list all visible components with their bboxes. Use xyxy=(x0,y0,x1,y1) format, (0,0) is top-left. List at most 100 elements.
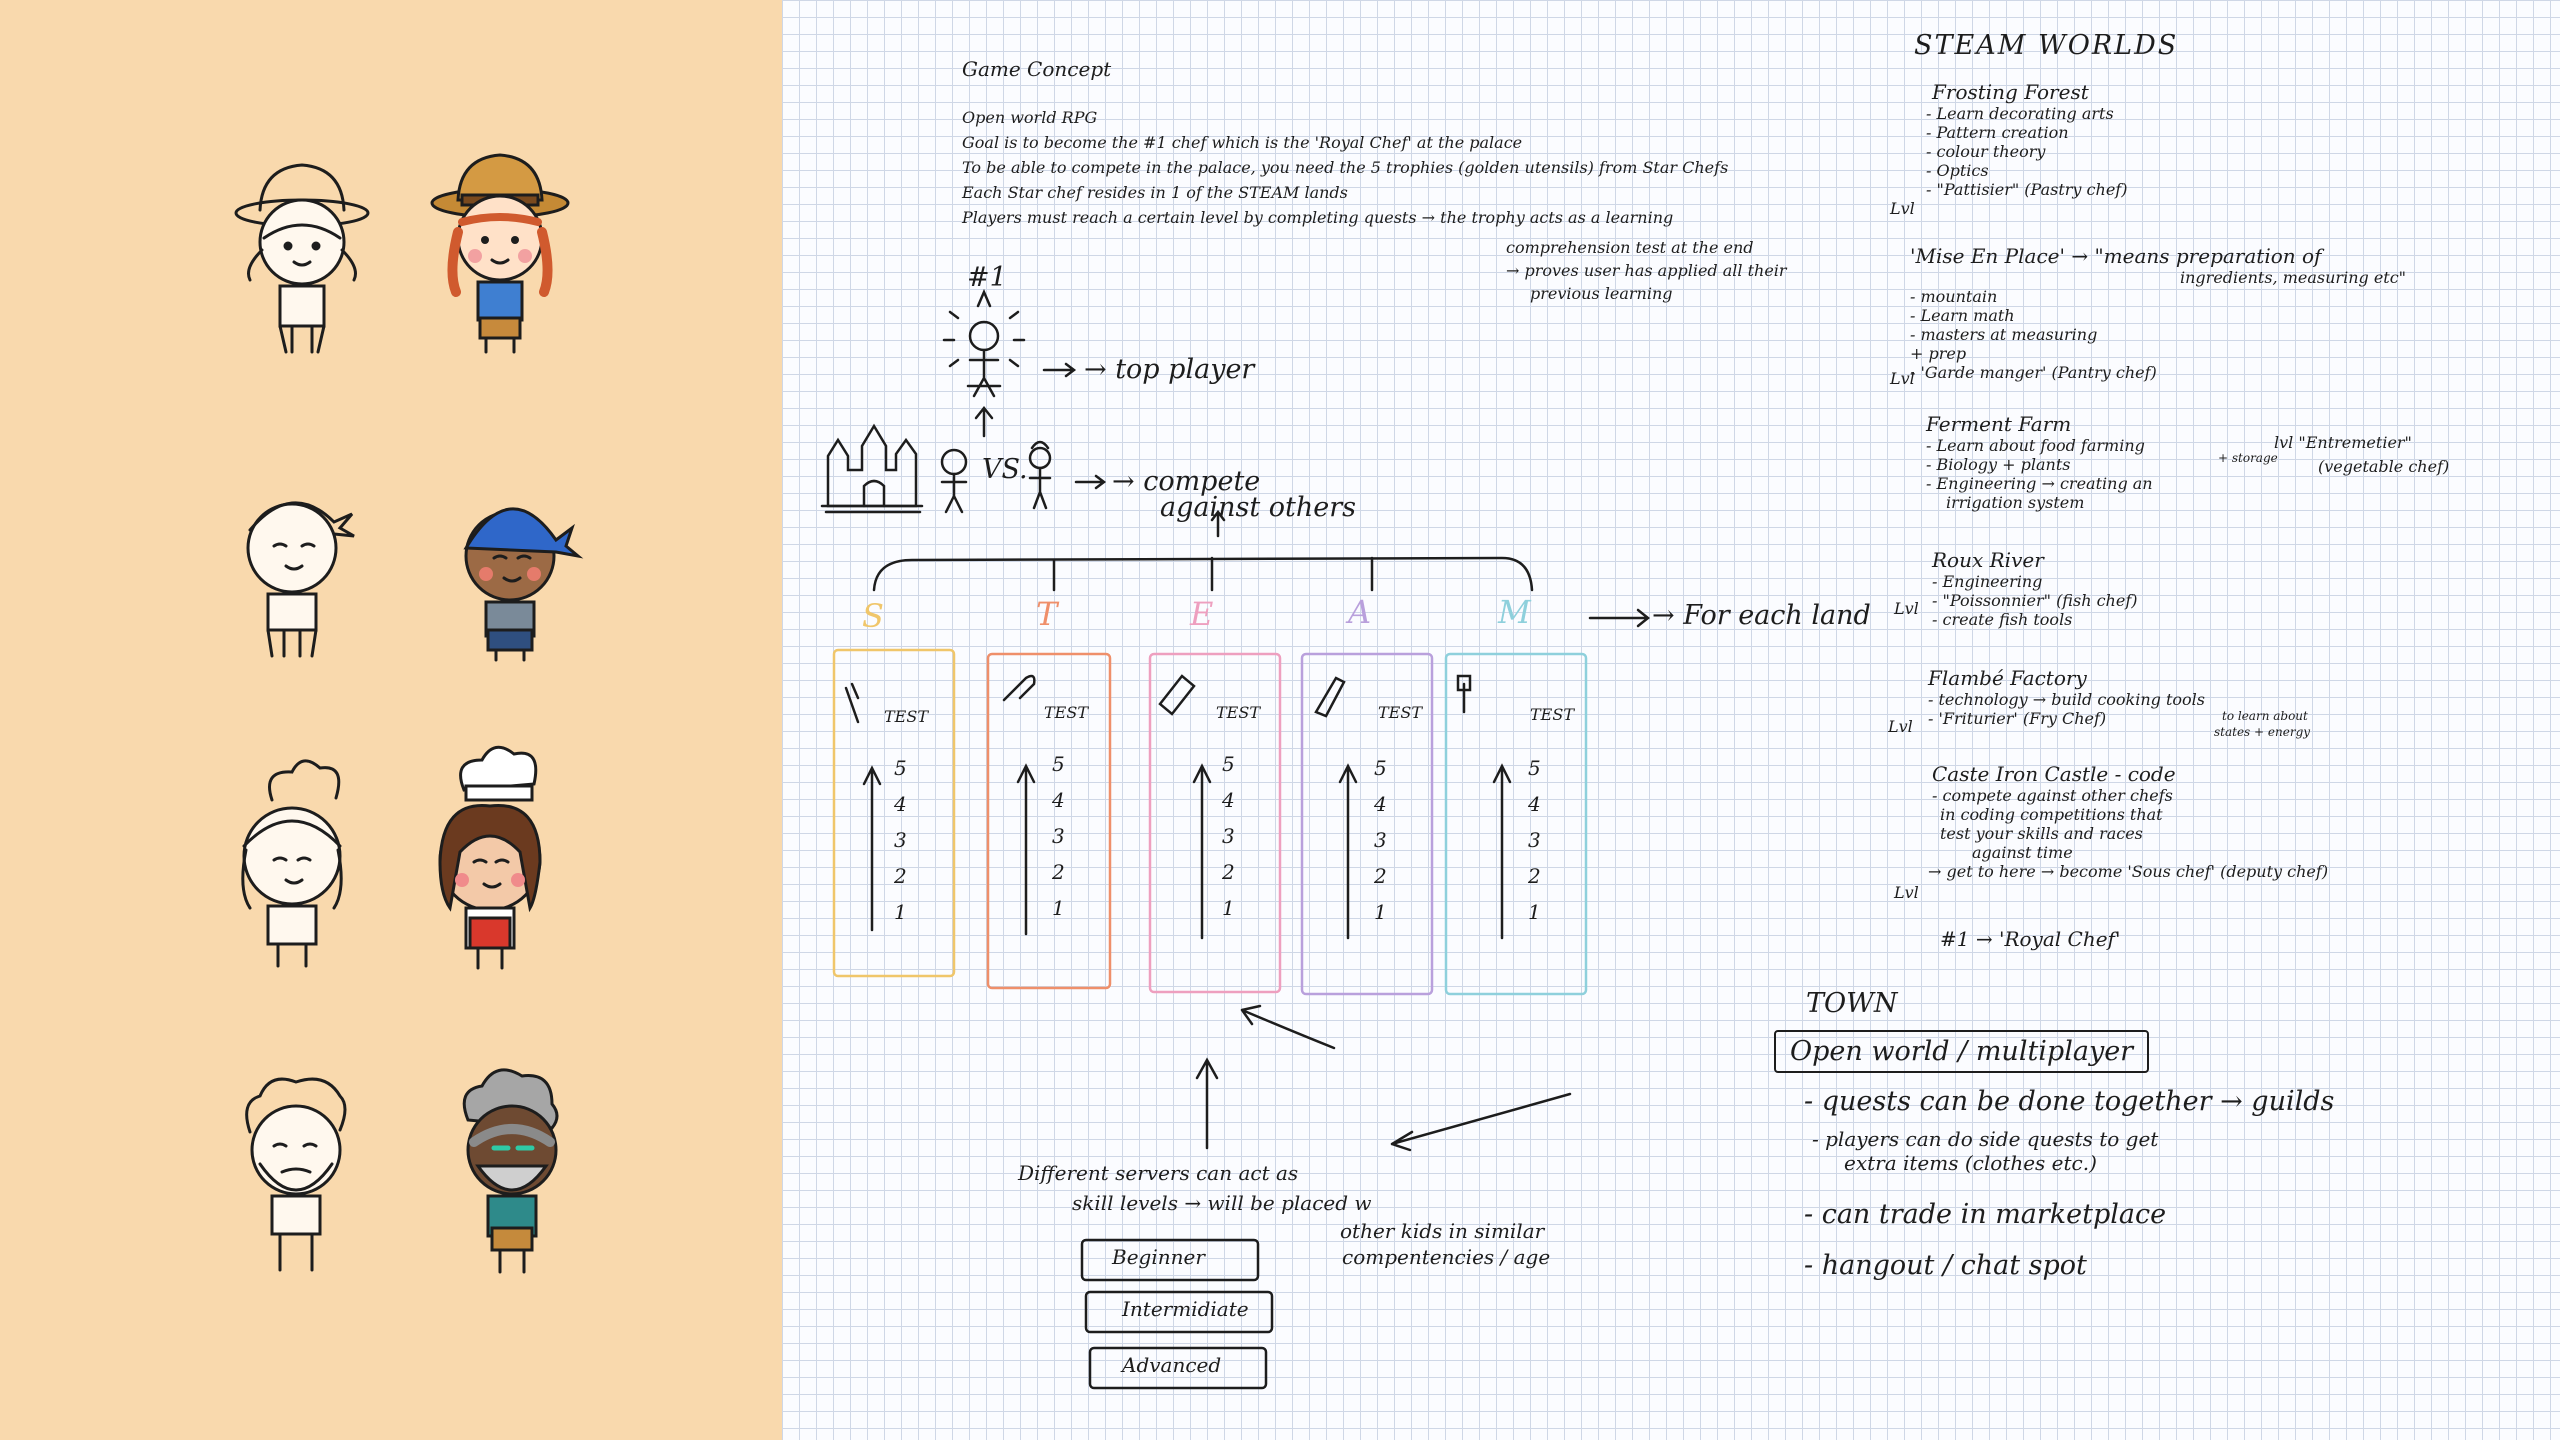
level-number: 1 xyxy=(894,900,907,924)
level-arrow-icon xyxy=(1192,763,1212,940)
column-t xyxy=(986,652,1112,990)
letter-a: A xyxy=(1348,593,1372,631)
level-number: 5 xyxy=(1374,756,1387,780)
trophy-note-line: → proves user has applied all their xyxy=(1506,261,1787,280)
world-item: - Engineering xyxy=(1932,572,2043,591)
spoon-icon xyxy=(1002,674,1036,702)
town-box: Open world / multiplayer xyxy=(1774,1030,2150,1074)
letter-m: M xyxy=(1498,593,1531,631)
character-art xyxy=(0,0,782,1440)
level-number: 3 xyxy=(1374,828,1387,852)
ferment-note: + storage xyxy=(2218,451,2278,465)
arrow-right-icon xyxy=(1042,362,1077,378)
concept-title: Game Concept xyxy=(962,57,1112,81)
trophy-note: comprehension test at the end → proves u… xyxy=(1506,238,1787,303)
concept-line: To be able to compete in the palace, you… xyxy=(962,158,1729,177)
level-number: 2 xyxy=(1222,860,1235,884)
test-label: TEST xyxy=(1530,705,1574,724)
lvl-label: Lvl xyxy=(1888,717,1913,736)
level-number: 1 xyxy=(1052,896,1065,920)
test-label: TEST xyxy=(1378,703,1422,722)
world-item: - "Poissonnier" (fish chef) xyxy=(1932,591,2138,610)
steam-diagram xyxy=(820,288,1651,1390)
world-item: - Biology + plants xyxy=(1926,455,2071,474)
level-number: 2 xyxy=(1052,860,1065,884)
world-item: in coding competitions that xyxy=(1940,805,2163,824)
level-number: 4 xyxy=(1374,792,1387,816)
level-number: 2 xyxy=(1374,864,1387,888)
intermediate-box xyxy=(1084,1290,1274,1334)
world-item: against time xyxy=(1972,843,2073,862)
knife-icon xyxy=(1314,676,1346,718)
level-intermediate: Intermidiate xyxy=(1122,1297,1249,1321)
whisk-icon xyxy=(844,682,860,724)
world-item: - 'Garde manger' (Pantry chef) xyxy=(1910,363,2157,382)
world-name: Flambé Factory xyxy=(1928,666,2087,690)
level-arrow-icon xyxy=(1016,763,1036,936)
level-number: 5 xyxy=(1222,752,1235,776)
concept-line: Open world RPG xyxy=(962,108,1098,127)
concept-notes: Open world RPG Goal is to become the #1 … xyxy=(962,108,1728,227)
letter-t: T xyxy=(1036,595,1058,633)
level-number: 5 xyxy=(1052,752,1065,776)
world-item: - 'Friturier' (Fry Chef) xyxy=(1928,709,2107,728)
world-mise-en-place: 'Mise En Place' → "means preparation of … xyxy=(1910,244,2406,382)
flambe-note: to learn about xyxy=(2222,709,2308,723)
letter-s: S xyxy=(862,597,884,635)
old-man-colored-icon xyxy=(462,1068,559,1274)
advanced-box xyxy=(1088,1346,1268,1390)
servers-text: skill levels → will be placed w xyxy=(1072,1191,1372,1215)
world-item: test your skills and races xyxy=(1940,824,2143,843)
royal-chef-goal: #1 → 'Royal Chef' xyxy=(1940,927,2121,951)
level-number: 4 xyxy=(894,792,907,816)
world-name: Frosting Forest xyxy=(1932,80,2089,104)
levels-e: 5 4 3 2 1 xyxy=(1222,752,1235,920)
vs-label: VS. xyxy=(982,454,1028,485)
arrow-to-town-icon xyxy=(1240,1004,1336,1050)
servers-text: compentencies / age xyxy=(1342,1245,1551,1269)
up-arrow-icon xyxy=(974,405,994,438)
player-figure-icon xyxy=(940,448,968,514)
world-name: 'Mise En Place' → "means preparation of xyxy=(1910,244,2322,268)
beginner-box xyxy=(1080,1238,1260,1282)
town-item: - can trade in marketplace xyxy=(1804,1199,2167,1230)
level-number: 3 xyxy=(1052,824,1065,848)
character-panel xyxy=(0,0,782,1440)
level-arrow-icon xyxy=(1492,763,1512,940)
world-item: - Learn about food farming xyxy=(1926,436,2145,455)
world-name: Ferment Farm xyxy=(1926,412,2072,436)
world-item: - masters at measuring xyxy=(1910,325,2098,344)
top-chef-icon xyxy=(942,288,1026,398)
world-item: - Optics xyxy=(1926,161,1989,180)
world-cast-iron-castle: Caste Iron Castle - code - compete again… xyxy=(1928,762,2328,881)
town-features: - quests can be done together → guilds -… xyxy=(1804,1086,2334,1281)
bandana-boy-sketch-icon xyxy=(246,501,355,658)
trophy-note-line: comprehension test at the end xyxy=(1506,238,1754,257)
levels-t: 5 4 3 2 1 xyxy=(1052,752,1065,920)
branch-bracket xyxy=(872,556,1534,592)
compete-label: → compete xyxy=(1112,466,1261,497)
town-title: TOWN xyxy=(1806,988,1898,1019)
world-item: - "Pattisier" (Pastry chef) xyxy=(1926,180,2128,199)
level-advanced: Advanced xyxy=(1122,1353,1222,1377)
level-arrow-icon xyxy=(1338,763,1358,940)
world-item: - Engineering → creating an xyxy=(1926,474,2153,493)
explorer-girl-colored-icon xyxy=(430,153,570,354)
town-item: - hangout / chat spot xyxy=(1804,1250,2087,1281)
level-number: 3 xyxy=(1528,828,1541,852)
level-number: 4 xyxy=(1222,788,1235,812)
level-number: 3 xyxy=(1222,824,1235,848)
levels-s: 5 4 3 2 1 xyxy=(894,756,907,924)
spatula-icon xyxy=(1456,674,1472,714)
level-number: 5 xyxy=(894,756,907,780)
explorer-girl-sketch-icon xyxy=(234,163,370,354)
for-each-land-label: → For each land xyxy=(1652,600,1871,631)
ferment-level: lvl "Entremetier" xyxy=(2274,433,2412,452)
world-item: - mountain xyxy=(1910,287,1998,306)
column-s xyxy=(832,648,956,978)
level-number: 1 xyxy=(1374,900,1387,924)
column-a xyxy=(1300,652,1434,996)
letter-e: E xyxy=(1190,595,1214,633)
flambe-note: states + energy xyxy=(2214,725,2311,739)
levels-m: 5 4 3 2 1 xyxy=(1528,756,1541,924)
